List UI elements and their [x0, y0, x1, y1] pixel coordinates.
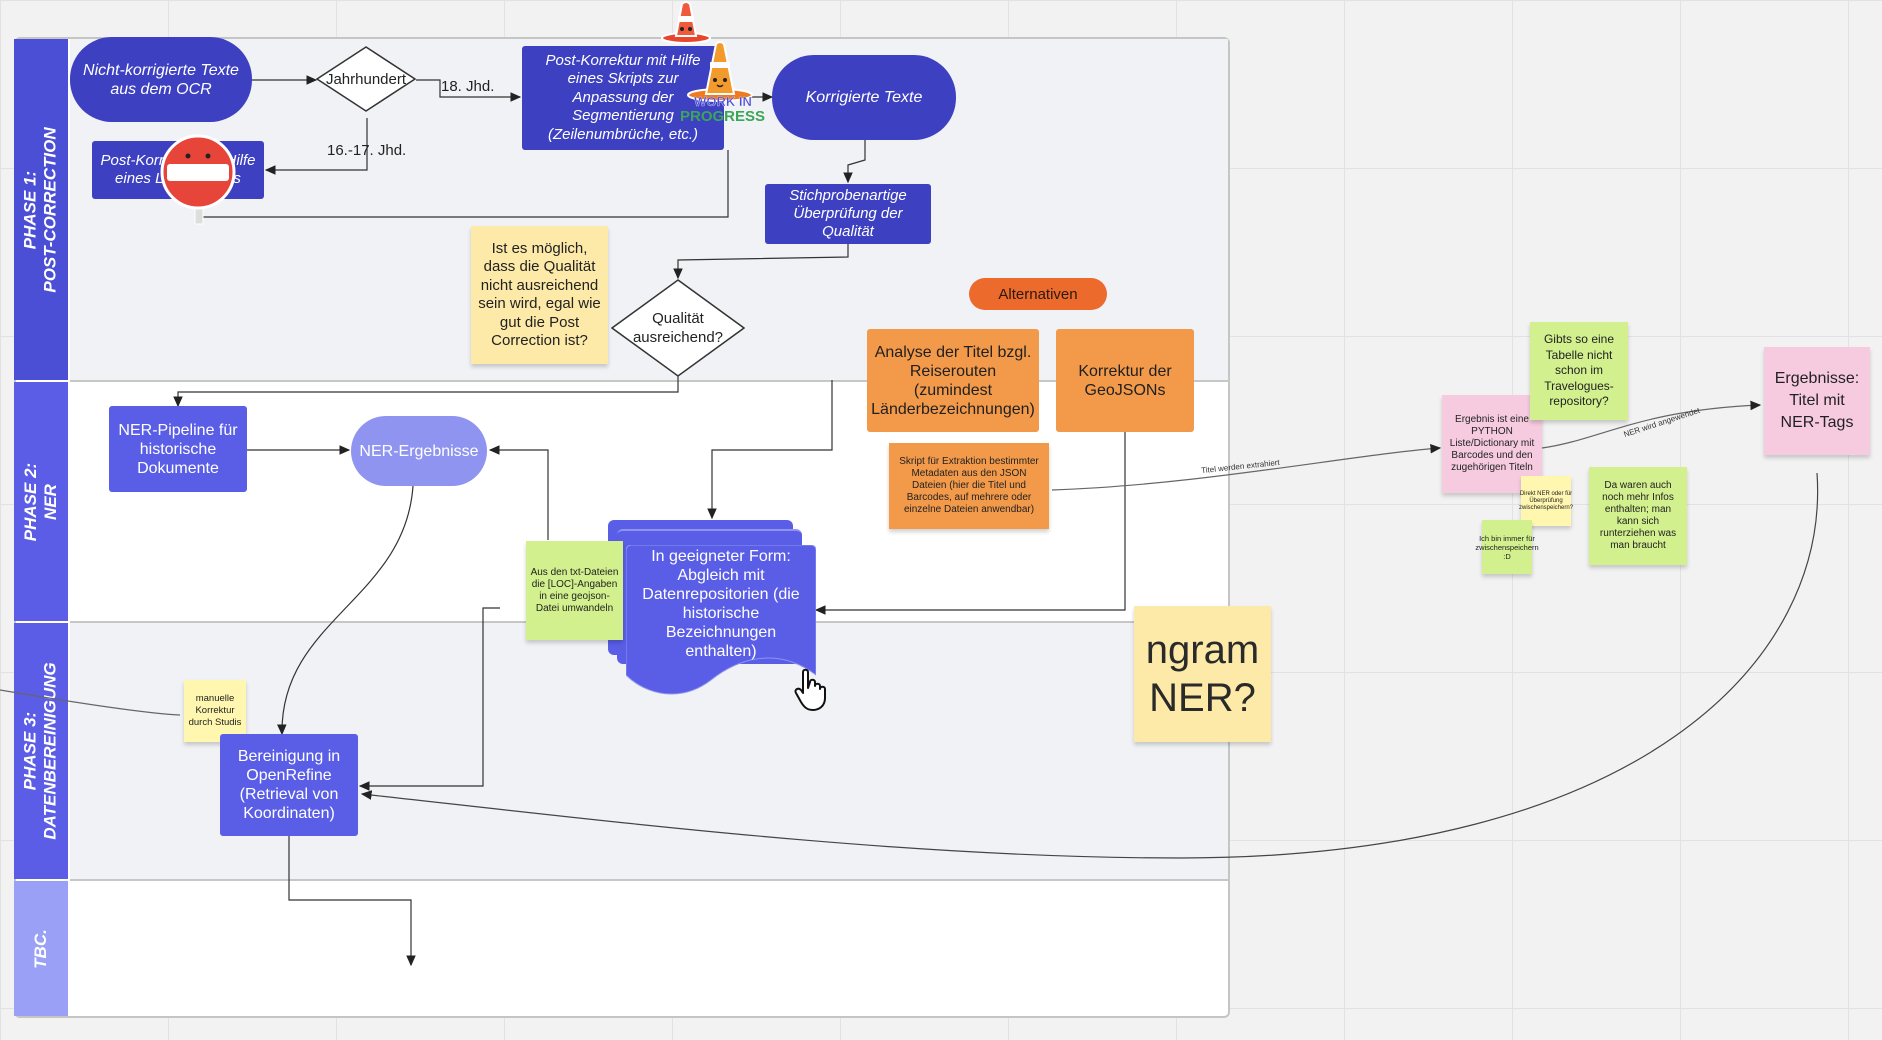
corrected-texts-label: Korrigierte Texte [805, 89, 923, 106]
post-correction-script-label: Post-Korrektur mit Hilfe eines Skripts z… [545, 51, 701, 143]
script-extraction-text: Skript für Extraktion bestimmter Metadat… [899, 456, 1039, 515]
script-extraction-sticky[interactable]: Skript für Extraktion bestimmter Metadat… [889, 443, 1049, 529]
no-entry-sign-icon [160, 134, 236, 225]
manual-correction-sticky[interactable]: manuelle Korrektur durch Studis [184, 680, 246, 742]
ocr-texts-node[interactable]: Nicht-korrigierte Texte aus dem OCR [70, 37, 252, 122]
ngram-ner-sticky[interactable]: ngram NER? [1134, 606, 1271, 742]
intermediate-save-text: Ich bin immer für zwischenspeichern :D [1475, 533, 1539, 561]
lane-divider [70, 380, 1230, 382]
more-info-text: Da waren auch noch mehr Infos enthalten;… [1599, 480, 1677, 551]
edge-repo-to-cleaning [358, 607, 500, 791]
title-analysis-label: Analyse der Titel bzgl. Reiserouten (zum… [871, 343, 1035, 418]
corrected-texts-node[interactable]: Korrigierte Texte [772, 55, 956, 140]
results-titles-sticky[interactable]: Ergebnisse: Titel mit NER-Tags [1764, 347, 1870, 455]
intermediate-save-sticky[interactable]: Ich bin immer für zwischenspeichern :D [1475, 520, 1539, 574]
work-in-progress-text-2: PROGRESS [680, 108, 766, 125]
direct-ner-text: Direkt NER oder für Überprüfung zwischen… [1518, 490, 1574, 511]
ner-results-node[interactable]: NER-Ergebnisse [351, 416, 487, 486]
century-decision[interactable]: Jahrhundert [316, 46, 416, 112]
geojson-correction-node[interactable]: Korrektur der GeoJSONs [1056, 329, 1194, 432]
more-info-sticky[interactable]: Da waren auch noch mehr Infos enthalten;… [1589, 467, 1687, 565]
cleaning-node[interactable]: Bereinigung in OpenRefine (Retrieval von… [220, 734, 358, 836]
manual-correction-text: manuelle Korrektur durch Studis [188, 693, 242, 728]
decision-diamond-shape [316, 46, 416, 112]
edge-manual-correction-left [0, 689, 181, 716]
lane-label-phase2: PHASE 2: NER [14, 382, 68, 621]
ner-pipeline-label: NER-Pipeline für historische Dokumente [118, 421, 238, 477]
document-shape [626, 545, 816, 695]
edge-cleaning-to-tbc [288, 836, 416, 967]
edge-titles-extracted [1051, 443, 1442, 491]
edge-check-to-quality [673, 244, 849, 280]
edge-geojson-to-repo [814, 432, 1126, 615]
ocr-texts-label: Nicht-korrigierte Texte aus dem OCR [83, 61, 239, 98]
edge-results-to-cleaning [277, 485, 414, 736]
edge-century-18 [416, 79, 522, 102]
title-analysis-node[interactable]: Analyse der Titel bzgl. Reiserouten (zum… [867, 329, 1039, 432]
work-in-progress-sticker: WORK IN PROGRESS [680, 40, 766, 130]
ner-results-label: NER-Ergebnisse [359, 442, 479, 460]
edge-ner-applied [1541, 400, 1762, 449]
direct-ner-sticky[interactable]: Direkt NER oder für Überprüfung zwischen… [1518, 476, 1574, 526]
cleaning-label: Bereinigung in OpenRefine (Retrieval von… [237, 748, 341, 822]
edge-title-to-repo [707, 380, 833, 520]
quality-diamond-shape [611, 279, 745, 377]
results-titles-text: Ergebnisse: Titel mit NER-Tags [1774, 370, 1860, 431]
txt-loc-text: Aus den txt-Dateien die [LOC]-Angaben in… [530, 566, 619, 614]
edge-century-16-17 [264, 118, 368, 175]
lane-divider [70, 879, 1230, 881]
lane-label-tbc: TBC. [14, 881, 68, 1016]
repository-match-label: In geeigneter Form: Abgleich mit Datenre… [642, 548, 800, 660]
repository-match-node[interactable]: In geeigneter Form: Abgleich mit Datenre… [626, 545, 816, 700]
work-in-progress-text-1: WORK IN [694, 94, 752, 109]
python-result-text: Ergebnis ist eine PYTHON Liste/Dictionar… [1449, 414, 1535, 473]
edge-results-back-to-cleaning [360, 472, 1819, 859]
quality-decision-label: Qualität ausreichend? [632, 310, 724, 346]
edge-label-16-17: 16.-17. Jhd. [327, 142, 407, 159]
travelogues-table-sticky[interactable]: Gibts so eine Tabelle nicht schon im Tra… [1530, 322, 1628, 420]
lane-label-phase1: PHASE 1: POST-CORRECTION [14, 39, 68, 380]
geojson-correction-label: Korrektur der GeoJSONs [1078, 362, 1172, 399]
quality-question-text: Ist es möglich, dass die Qualität nicht … [478, 239, 601, 350]
lane-label-phase3: PHASE 3: DATENBEREINIGUNG [14, 623, 68, 879]
edge-repo-to-results [488, 445, 549, 540]
century-decision-label: Jahrhundert [325, 70, 407, 88]
alternatives-label: Alternativen [998, 285, 1078, 303]
edge-corrected-to-check [843, 140, 866, 184]
hand-cursor-icon [794, 668, 826, 711]
edge-llm-loop [196, 150, 729, 218]
edge-label-18: 18. Jhd. [441, 78, 495, 95]
ner-pipeline-node[interactable]: NER-Pipeline für historische Dokumente [109, 406, 247, 492]
txt-loc-sticky[interactable]: Aus den txt-Dateien die [LOC]-Angaben in… [526, 541, 623, 640]
sample-check-label: Stichprobenartige Überprüfung der Qualit… [789, 187, 907, 240]
sample-check-node[interactable]: Stichprobenartige Überprüfung der Qualit… [765, 184, 931, 244]
alternatives-pill[interactable]: Alternativen [969, 278, 1107, 310]
traffic-cone-icon [687, 41, 753, 102]
travelogues-table-text: Gibts so eine Tabelle nicht schon im Tra… [1543, 332, 1615, 409]
edge-quality-to-ner [173, 375, 679, 408]
quality-decision[interactable]: Qualität ausreichend? [611, 279, 745, 377]
traffic-cone-sticker-top [661, 1, 711, 44]
ngram-ner-text: ngram NER? [1145, 628, 1260, 720]
quality-question-sticky[interactable]: Ist es möglich, dass die Qualität nicht … [471, 226, 608, 364]
